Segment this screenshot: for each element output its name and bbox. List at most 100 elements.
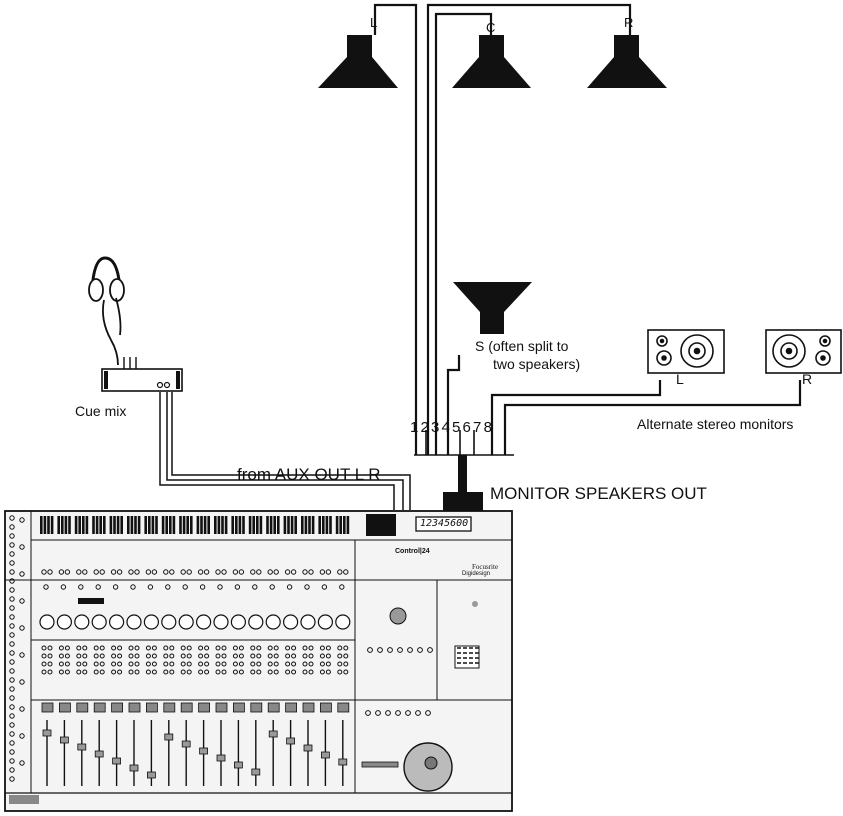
transport-button bbox=[395, 710, 401, 716]
scribble-segment bbox=[343, 516, 346, 534]
encoder-knob bbox=[91, 614, 107, 630]
scribble-segment bbox=[47, 516, 50, 534]
scribble-segment bbox=[224, 516, 228, 534]
scribble-segment bbox=[113, 516, 116, 534]
side-button bbox=[19, 733, 25, 739]
side-button bbox=[9, 704, 15, 710]
grid-button bbox=[215, 653, 221, 659]
grid-button bbox=[186, 645, 192, 651]
scribble-segment bbox=[256, 516, 259, 534]
side-button bbox=[9, 713, 15, 719]
grid-button bbox=[256, 645, 262, 651]
grid-button bbox=[343, 645, 349, 651]
scribble-segment bbox=[179, 516, 182, 534]
grid-button bbox=[47, 661, 53, 667]
grid-button bbox=[204, 645, 210, 651]
channel-button bbox=[290, 569, 297, 575]
grid-button bbox=[256, 653, 262, 659]
console-model-label: Control|24 bbox=[395, 548, 430, 555]
channel-button bbox=[273, 569, 279, 575]
side-button bbox=[19, 760, 25, 766]
channel-button bbox=[215, 569, 221, 575]
grid-button bbox=[232, 645, 238, 651]
grid-button bbox=[99, 661, 105, 667]
scribble-segment bbox=[155, 516, 158, 534]
channel-button bbox=[110, 569, 117, 575]
cable-left bbox=[373, 3, 418, 455]
grid-button bbox=[238, 669, 244, 675]
encoder-knob bbox=[300, 614, 316, 630]
fader-cap bbox=[129, 764, 139, 772]
mute-solo-button bbox=[232, 702, 245, 713]
side-button bbox=[9, 596, 15, 602]
grid-button bbox=[325, 645, 331, 651]
grid-button bbox=[221, 645, 227, 651]
meter-block bbox=[366, 514, 396, 536]
transport-button bbox=[405, 710, 411, 716]
grid-button bbox=[204, 653, 210, 659]
grid-button bbox=[186, 661, 192, 667]
grid-button bbox=[273, 669, 279, 675]
grid-button bbox=[273, 661, 279, 667]
encoder-knob bbox=[283, 614, 299, 630]
scribble-segment bbox=[99, 516, 102, 534]
fader-cap bbox=[181, 740, 191, 748]
scribble-segment bbox=[266, 516, 269, 534]
fader-cap bbox=[268, 730, 278, 738]
channel-button bbox=[182, 584, 188, 590]
mute-solo-button bbox=[337, 702, 350, 713]
jog-wheel-dimple bbox=[424, 756, 438, 770]
grid-button bbox=[117, 645, 123, 651]
channel-button bbox=[267, 569, 273, 575]
control-knob bbox=[389, 607, 407, 625]
grid-button bbox=[250, 645, 256, 651]
scribble-segment bbox=[207, 516, 210, 534]
side-button bbox=[19, 517, 25, 523]
grid-button bbox=[76, 669, 82, 675]
grid-button bbox=[163, 645, 169, 651]
grid-button bbox=[198, 653, 204, 659]
scribble-segment bbox=[148, 516, 151, 534]
fader-cap bbox=[303, 744, 313, 752]
grid-button bbox=[308, 669, 314, 675]
channel-button bbox=[337, 569, 343, 575]
grid-button bbox=[343, 653, 349, 659]
mute-solo-button bbox=[198, 702, 211, 713]
grid-button bbox=[319, 653, 325, 659]
headphones-icon bbox=[88, 256, 125, 366]
side-button bbox=[9, 731, 15, 737]
side-button bbox=[9, 776, 15, 782]
speaker-left-label: L bbox=[370, 15, 378, 30]
encoder-knob bbox=[74, 614, 90, 630]
channel-button bbox=[238, 569, 245, 575]
channel-button bbox=[197, 569, 204, 575]
scribble-segment bbox=[78, 516, 81, 534]
grid-button bbox=[58, 669, 64, 675]
channel-button bbox=[199, 584, 206, 590]
grid-button bbox=[111, 669, 117, 675]
side-button bbox=[19, 598, 25, 604]
channel-button bbox=[78, 584, 84, 590]
grid-button bbox=[99, 653, 105, 659]
scribble-segment bbox=[294, 516, 297, 534]
monitor-out-connector bbox=[443, 492, 483, 512]
transport-button bbox=[425, 710, 431, 716]
fader-cap bbox=[233, 761, 243, 769]
scribble-segment bbox=[127, 516, 130, 534]
grid-button bbox=[285, 645, 291, 651]
speaker-cables bbox=[373, 3, 802, 455]
scribble-segment bbox=[130, 516, 134, 534]
grid-button bbox=[343, 661, 349, 667]
fader-cap bbox=[164, 733, 174, 741]
speaker-left bbox=[318, 35, 398, 88]
grid-button bbox=[169, 653, 175, 659]
grid-button bbox=[41, 653, 47, 659]
channel-button bbox=[319, 569, 326, 575]
side-button bbox=[9, 524, 15, 530]
grid-button bbox=[215, 669, 221, 675]
monitor-left-label: L bbox=[676, 371, 684, 387]
grid-button bbox=[256, 661, 262, 667]
channel-button bbox=[321, 584, 328, 590]
grid-button bbox=[325, 653, 331, 659]
